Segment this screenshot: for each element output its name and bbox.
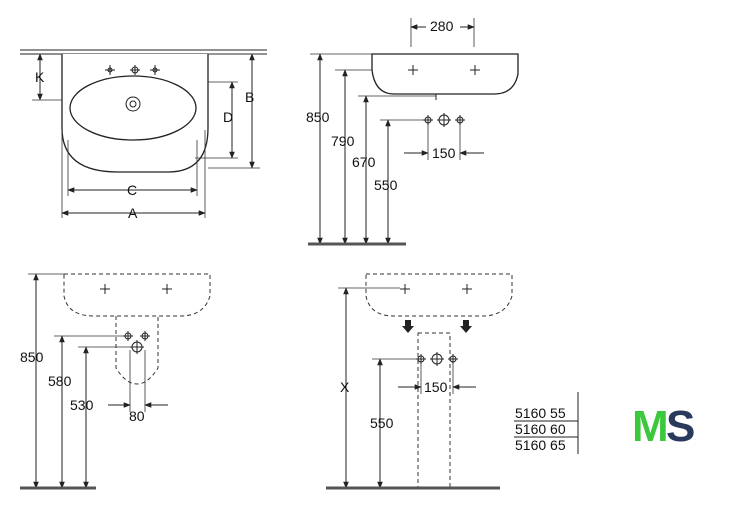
side-view: 280 850 790 670 550 150 [306, 17, 519, 246]
half-pedestal-view: 850 580 530 80 [20, 273, 211, 490]
drain-icon [125, 96, 141, 112]
dim-tap-spacing-b: 150 [424, 379, 448, 395]
model-number: 5160 60 [515, 421, 566, 437]
bowl [69, 75, 197, 141]
dim-850: 850 [306, 109, 330, 125]
basin-side-outline [371, 53, 519, 95]
dim-depth: 280 [430, 18, 454, 34]
logo-letter-m: M [632, 402, 669, 451]
dim-790: 790 [331, 133, 355, 149]
valve-icons [416, 352, 458, 366]
brand-logo: M S [632, 402, 695, 451]
model-number: 5160 55 [515, 405, 566, 421]
dim-530: 530 [70, 397, 94, 413]
front-view: K D B C A [20, 49, 267, 221]
dim-80: 80 [129, 408, 145, 424]
dim-550: 550 [374, 177, 398, 193]
dim-b: B [245, 89, 254, 105]
dim-580: 580 [48, 373, 72, 389]
dim-850-b: 850 [20, 349, 44, 365]
dim-x: X [340, 379, 350, 395]
dim-k: K [35, 69, 45, 85]
basin-dashed-outline-b [365, 273, 513, 317]
dim-tap-spacing: 150 [432, 145, 456, 161]
dim-670: 670 [352, 154, 376, 170]
basin-dashed-outline [63, 273, 211, 317]
half-pedestal [115, 316, 159, 385]
logo-letter-s: S [666, 402, 695, 451]
dim-550-b: 550 [370, 415, 394, 431]
dim-c: C [127, 182, 137, 198]
dim-a: A [128, 205, 138, 221]
model-number: 5160 65 [515, 437, 566, 453]
dim-d: D [223, 109, 233, 125]
valve-icons [423, 113, 465, 127]
model-number-list: 5160 55 5160 60 5160 65 [514, 392, 579, 454]
tap-hole-icons [105, 65, 160, 75]
pedestal-view: X 550 150 [326, 273, 513, 490]
valve-icons [123, 331, 150, 354]
